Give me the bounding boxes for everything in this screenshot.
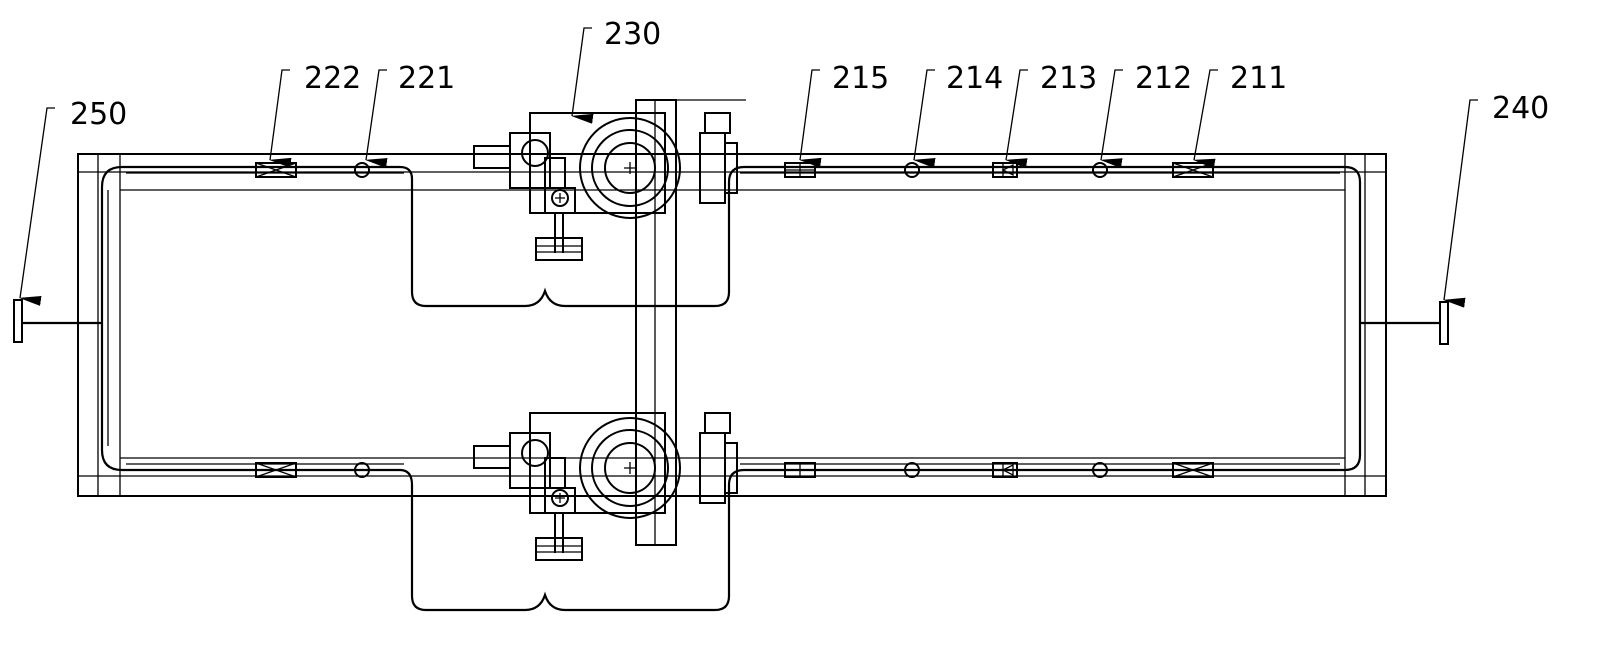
label-230: 230	[604, 17, 661, 52]
label-221: 221	[398, 61, 455, 96]
label-215: 215	[832, 61, 889, 96]
pipe-loop	[13, 165, 1449, 612]
label-211: 211	[1230, 61, 1287, 96]
fittings	[255, 162, 1214, 478]
label-214: 214	[946, 61, 1003, 96]
label-222: 222	[304, 61, 361, 96]
label-212: 212	[1135, 61, 1192, 96]
outer-frame	[77, 153, 1387, 497]
pump-assembly-top	[473, 112, 738, 261]
pump-assembly-bottom	[473, 412, 738, 561]
label-240: 240	[1492, 91, 1549, 126]
label-250: 250	[70, 97, 127, 132]
leader-lines	[19, 27, 1478, 308]
label-213: 213	[1040, 61, 1097, 96]
